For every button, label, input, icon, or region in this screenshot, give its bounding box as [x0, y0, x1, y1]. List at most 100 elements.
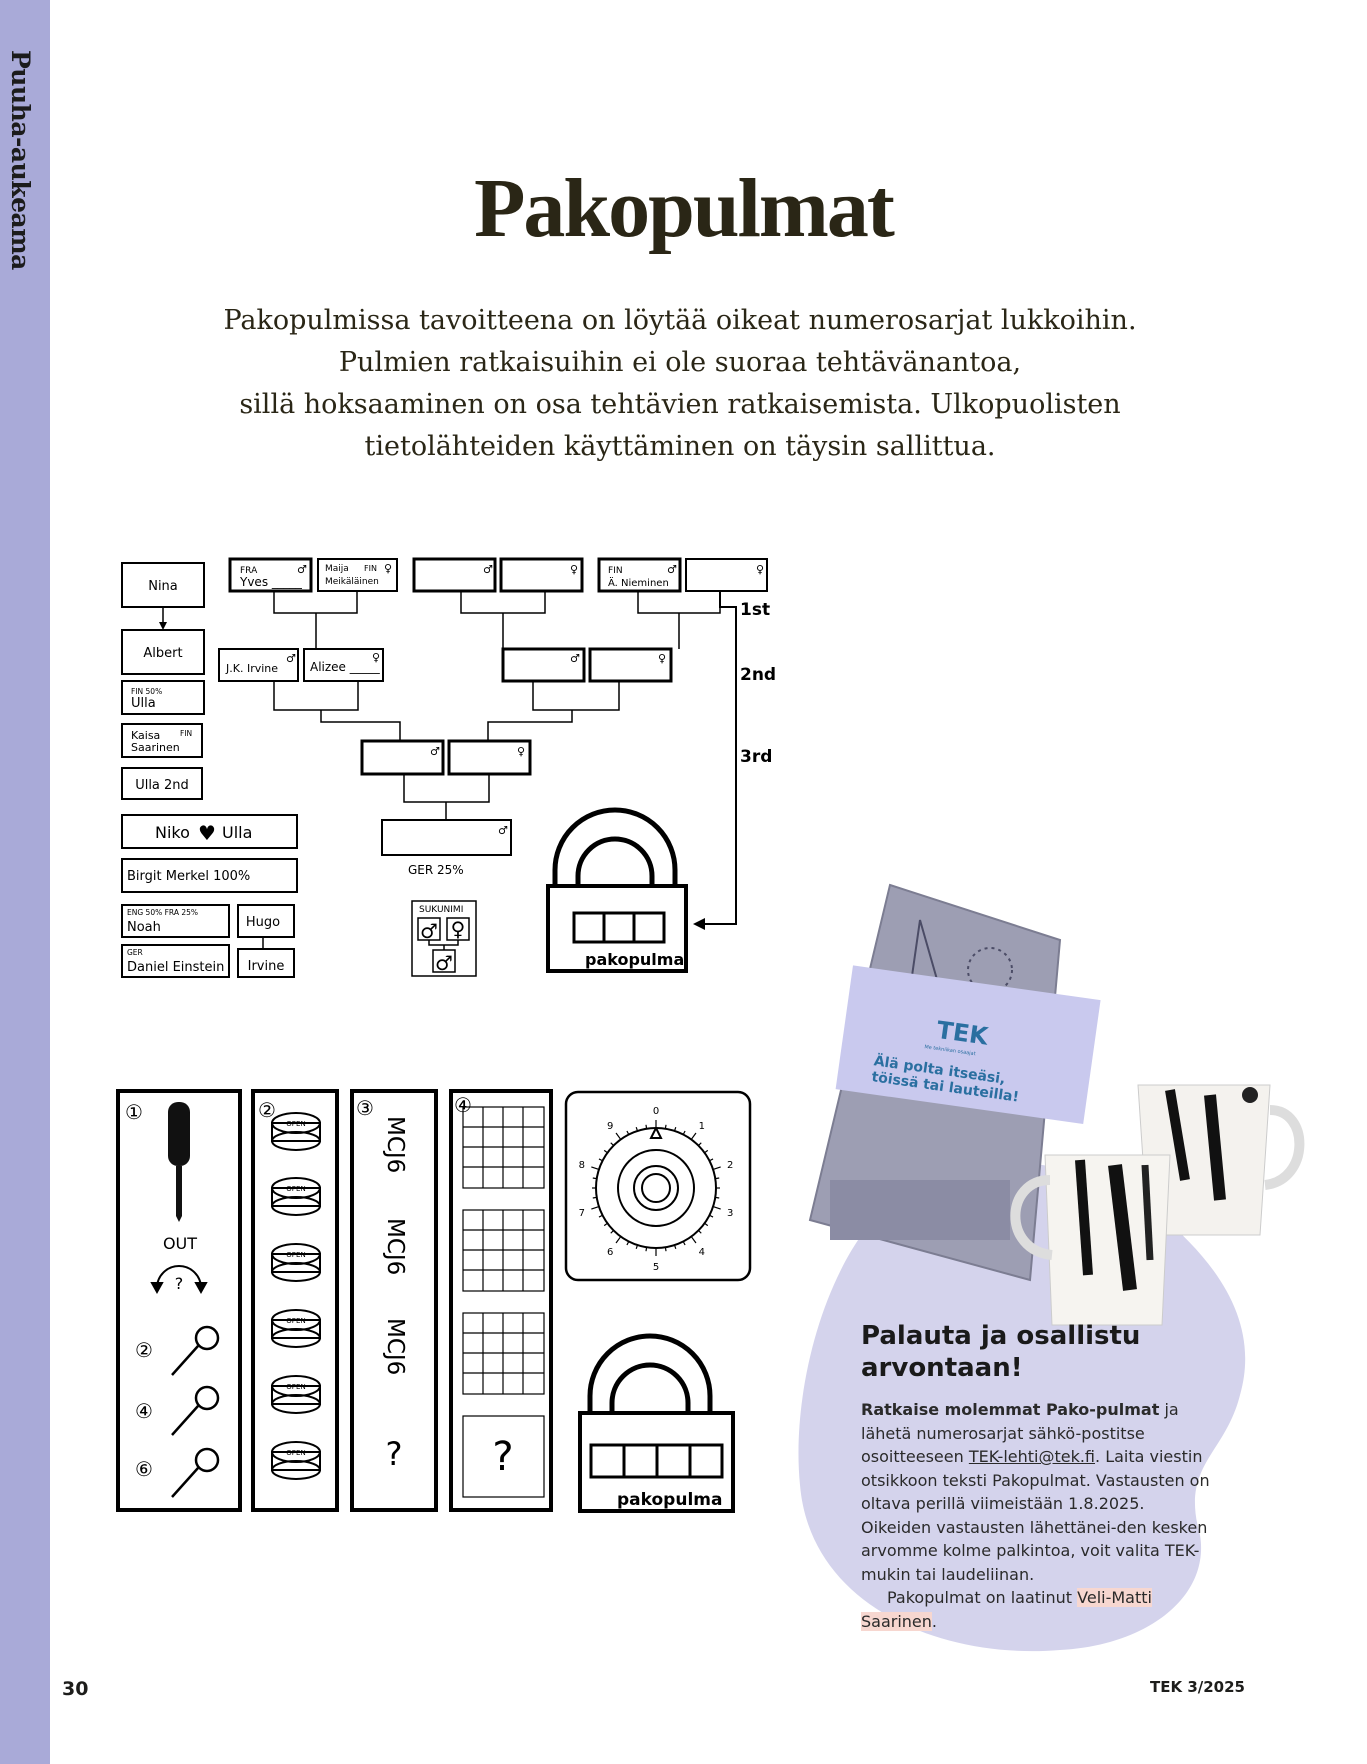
dial-number: 2: [727, 1160, 733, 1171]
page-title: Pakopulmat: [474, 162, 895, 255]
panel-3: [350, 1089, 438, 1512]
clue-einstein: Daniel Einstein: [127, 960, 224, 975]
screw-icon: [171, 1325, 220, 1498]
panel-number: ④: [454, 1093, 472, 1117]
mug-image: [1010, 1154, 1171, 1326]
cap-label: OPEN: [286, 1251, 305, 1259]
female-icon: ♀: [756, 563, 764, 576]
screw-number: ④: [135, 1399, 153, 1423]
clue-saarinen: Saarinen: [131, 741, 180, 754]
prize-title: Palauta ja osallistu arvontaan!: [861, 1320, 1211, 1384]
clue-ulla: Ulla: [131, 696, 156, 711]
prize-title-line: arvontaan!: [861, 1353, 1023, 1383]
cap-label: OPEN: [286, 1317, 305, 1325]
tree-maija: Maija: [325, 564, 349, 574]
panel-1: [116, 1089, 242, 1512]
tree-fra: FRA: [240, 566, 258, 576]
heart-icon: ♥: [198, 821, 216, 845]
mirrored-word: MCJ6: [382, 1116, 408, 1173]
clue-kaisa-fin: FIN: [180, 729, 192, 738]
screw-number: ②: [135, 1338, 153, 1362]
maze-grids: [462, 1106, 545, 1498]
dial-tick: [715, 1196, 720, 1199]
male-icon: ♂: [286, 652, 296, 665]
dial-tick: [592, 1177, 597, 1180]
tree-ger: GER 25%: [408, 863, 464, 877]
dial-tick: [682, 1241, 686, 1246]
male-icon: ♂: [430, 745, 440, 758]
clue-noah-small: ENG 50% FRA 25%: [127, 908, 198, 917]
rank-1st: 1st: [740, 600, 770, 620]
tree-box-empty-1: [412, 557, 497, 593]
male-icon: ♂: [297, 563, 307, 576]
clue-hugo: Hugo: [246, 915, 280, 930]
credit-end: .: [931, 1611, 938, 1631]
dial-tick: [698, 1230, 702, 1234]
mirrored-word: MCJ6: [382, 1218, 408, 1275]
tree-box-nieminen: [597, 557, 682, 593]
dial-tick: [664, 1124, 667, 1129]
screwdriver-icon: [168, 1102, 190, 1222]
dial-tick: [603, 1149, 608, 1154]
dial-tick: [626, 1130, 630, 1135]
tree-yves: Yves _____: [239, 575, 303, 589]
tree-alizee: Alizee _____: [310, 660, 381, 674]
cap-label: OPEN: [286, 1120, 305, 1128]
panel-4: [449, 1089, 553, 1512]
dial-panel: [564, 1090, 752, 1282]
sukunimi-box: [411, 900, 477, 977]
tree-meikalainen: Meikäläinen: [325, 577, 379, 587]
dial-tick: [709, 1158, 714, 1162]
dial-tick: [704, 1222, 709, 1227]
prize-title-line: Palauta ja osallistu: [861, 1321, 1141, 1351]
clue-merkel: Birgit Merkel 100%: [127, 869, 250, 884]
clue-niko: Niko: [155, 823, 190, 842]
clue-nina: Nina: [148, 579, 178, 594]
female-icon: ♀: [372, 651, 380, 664]
female-icon: ♀: [570, 563, 578, 576]
tree-box-empty-2: [499, 557, 584, 593]
panel-number: ②: [258, 1098, 276, 1122]
dial-tick: [704, 1149, 709, 1154]
male-icon: ♂: [435, 951, 453, 975]
clue-niko-box: [121, 814, 298, 849]
dial-number: 6: [607, 1247, 613, 1258]
dial-number: 7: [579, 1208, 585, 1219]
panel-number: ①: [125, 1100, 143, 1124]
clue-ulla2-box: [121, 767, 203, 800]
clue-ulla-fin: FIN 50%: [131, 687, 162, 696]
male-icon: ♂: [498, 824, 508, 837]
clue-albert: Albert: [143, 646, 182, 661]
female-icon: ♀: [517, 745, 525, 758]
dial-tick: [626, 1241, 630, 1246]
prize-info: Palauta ja osallistu arvontaan! Ratkaise…: [861, 1320, 1211, 1633]
male-icon: ♂: [570, 652, 580, 665]
cap-label: OPEN: [286, 1383, 305, 1391]
clue-hugo-box: [237, 904, 295, 938]
tree-box-jk-irvine: [218, 648, 299, 682]
dial-tick: [592, 1196, 597, 1199]
tree-box-empty-5: [588, 647, 673, 683]
clue-ulla2: Ulla 2nd: [135, 778, 189, 793]
male-icon: ♂: [667, 563, 677, 576]
dial-tick: [610, 1142, 614, 1146]
panel-number: ③: [356, 1096, 374, 1120]
tek-band: [835, 965, 1101, 1124]
intro-line: sillä hoksaaminen on osa tehtävien ratka…: [239, 389, 1121, 420]
page-number: 30: [62, 1678, 89, 1700]
out-label: OUT: [163, 1234, 197, 1253]
email-link[interactable]: TEK-lehti@tek.fi: [968, 1447, 1096, 1466]
dial-tick: [709, 1214, 714, 1218]
intro-line: tietolähteiden käyttäminen on täysin sal…: [364, 431, 996, 462]
dial-tick: [673, 1126, 677, 1132]
dial-number: 9: [607, 1121, 613, 1132]
sidebar: Puuha-aukeama: [0, 0, 50, 1764]
dial-tick: [690, 1132, 697, 1140]
dial-tick: [645, 1247, 648, 1252]
dial-number: 3: [727, 1208, 733, 1219]
dial-tick: [712, 1205, 721, 1210]
tree-box-empty-3: [685, 558, 768, 592]
lock-icon: [578, 1333, 735, 1513]
